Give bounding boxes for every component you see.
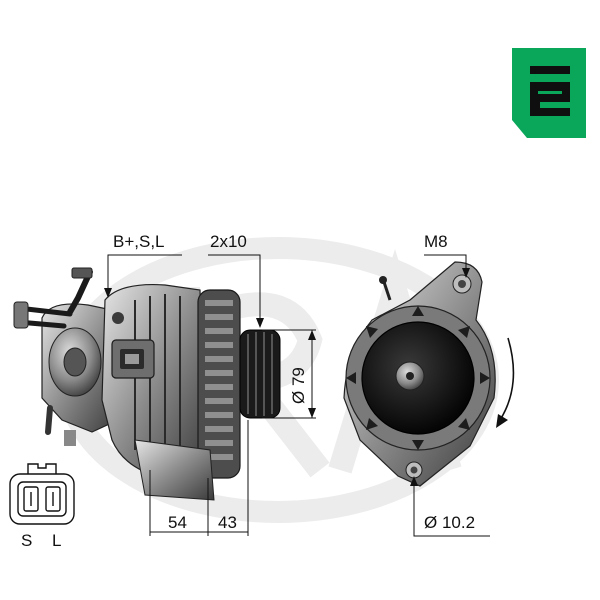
rotation-arrow-icon [496, 337, 515, 428]
pulley-grooves-label: 2x10 [210, 232, 247, 251]
mount-bolt-label: M8 [424, 232, 448, 251]
terminals-label: B+,S,L [113, 232, 165, 251]
connector-icon [9, 463, 75, 525]
length-a-label: 54 [168, 513, 187, 532]
pulley-diameter-label: Ø 79 [289, 367, 308, 404]
hole-diameter-label: Ø 10.2 [424, 513, 476, 532]
connector-l-label: L [52, 531, 62, 550]
alternator-front-view [343, 261, 496, 487]
alternator-side-view [13, 267, 281, 501]
connector-s-label: S [21, 531, 33, 550]
dimension-arrowheads [104, 268, 470, 486]
length-b-label: 43 [218, 513, 237, 532]
era-e-logo-icon [512, 48, 586, 138]
dimension-lines [107, 254, 490, 537]
